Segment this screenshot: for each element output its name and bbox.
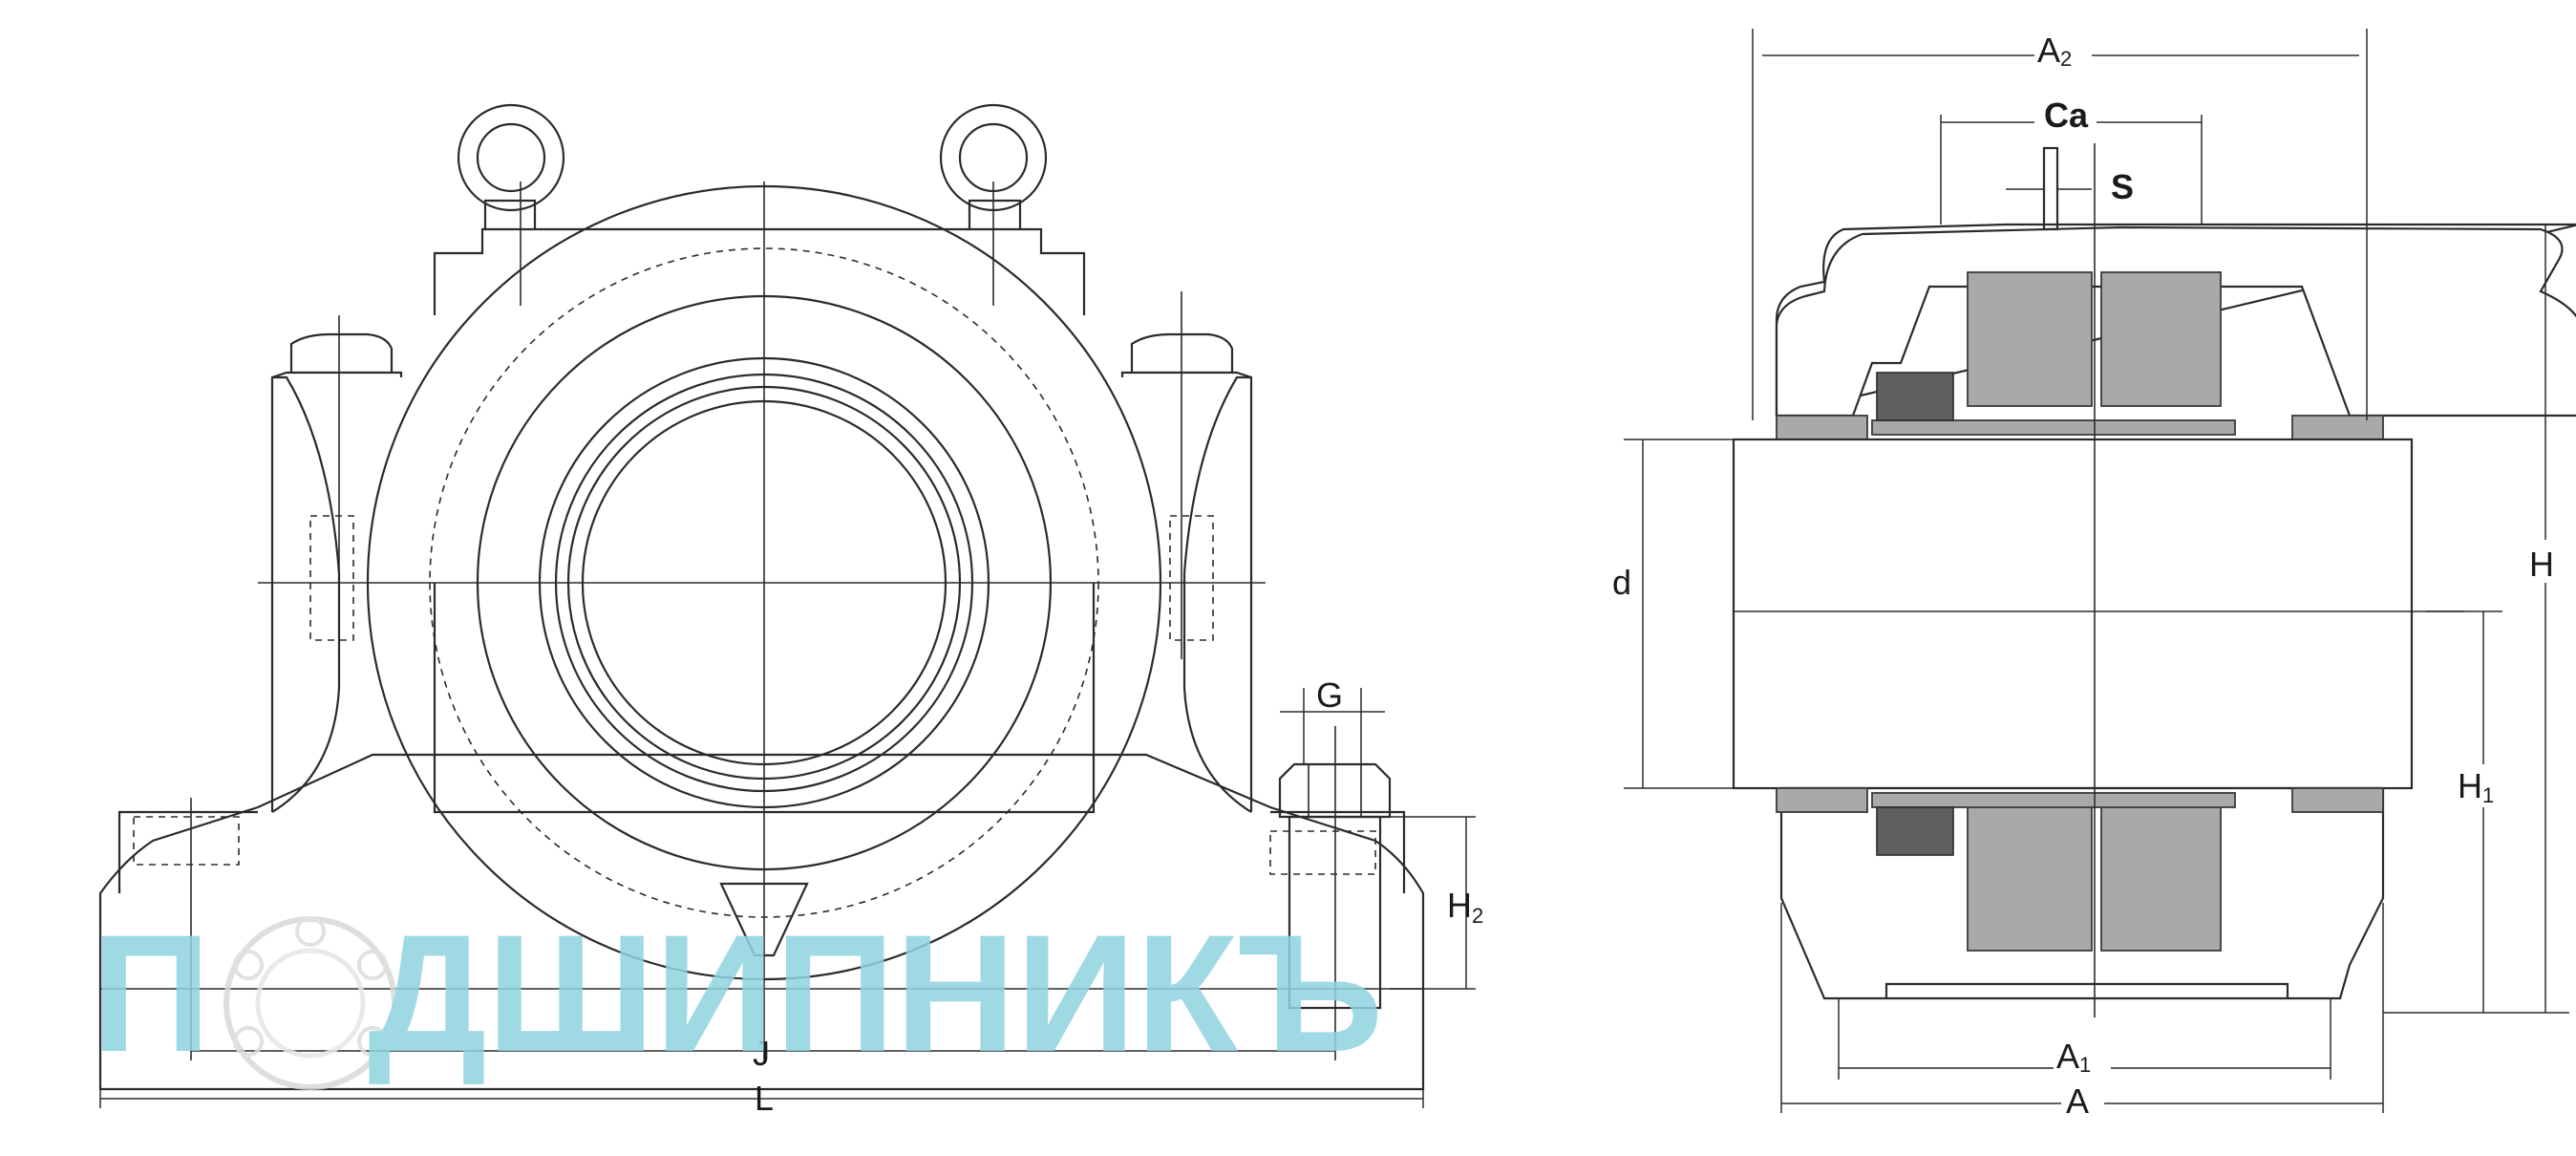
cap-shoulders xyxy=(433,227,1086,315)
lower-seal-right xyxy=(2291,787,2384,813)
grease-pin xyxy=(2042,146,2059,231)
left-eye-bolt xyxy=(483,199,537,229)
right-bolt-hidden xyxy=(1169,515,1214,641)
upper-roller-left xyxy=(1967,271,2093,407)
watermark-bearing-inner xyxy=(255,948,366,1059)
label-h-bg xyxy=(2526,540,2569,583)
label-a1-bg xyxy=(2054,1037,2111,1075)
lower-sleeve xyxy=(1871,792,2236,808)
label-a: A xyxy=(2066,1081,2089,1121)
left-foot-hole-hidden xyxy=(133,816,240,866)
upper-seal-left xyxy=(1776,415,1868,440)
left-side-wall xyxy=(270,375,341,813)
front-view: G H2 J L xyxy=(98,103,1483,1118)
watermark-word: ДШИПНИКЪ xyxy=(368,901,1383,1087)
base-foot-right xyxy=(1270,810,1406,893)
label-h: H xyxy=(2529,545,2554,584)
left-cap-wall xyxy=(271,371,403,379)
label-g: G xyxy=(1316,675,1343,715)
right-side-wall xyxy=(1182,375,1253,813)
watermark-letter-p: П xyxy=(91,901,211,1087)
label-h2: H2 xyxy=(1447,886,1483,928)
watermark-ball-1 xyxy=(295,916,326,947)
drain-spout xyxy=(719,882,809,957)
label-a2-bg xyxy=(2034,29,2092,67)
label-ca-bg xyxy=(2034,96,2097,134)
base-foot-left xyxy=(117,810,258,893)
label-h1-bg xyxy=(2455,764,2512,807)
left-eye-ring-inner xyxy=(476,122,546,193)
lower-roller-left xyxy=(1967,802,2093,952)
lower-locknut xyxy=(1876,806,1954,856)
watermark-ball-5 xyxy=(233,1026,264,1057)
right-cap-nut xyxy=(1130,332,1234,373)
side-view: A2 Ca S d H H1 A1 xyxy=(1612,29,2576,1121)
label-s: S xyxy=(2111,167,2134,206)
left-bolt-hidden xyxy=(309,515,354,641)
left-eye-ring-outer xyxy=(457,103,565,212)
watermark: П ДШИПНИКЪ xyxy=(91,901,1383,1090)
shaft xyxy=(1732,438,2414,790)
label-a-bg xyxy=(2061,1080,2104,1118)
lower-roller-right xyxy=(2100,802,2222,952)
watermark-ball-3 xyxy=(357,1026,388,1057)
watermark-ball-4 xyxy=(233,950,264,980)
label-h1: H1 xyxy=(2458,766,2494,807)
lower-seal-left xyxy=(1776,787,1868,813)
label-a2: A2 xyxy=(2037,31,2072,71)
label-a1: A1 xyxy=(2056,1037,2091,1077)
watermark-ball-2 xyxy=(357,950,388,980)
label-l: L xyxy=(755,1079,774,1118)
right-cap-wall xyxy=(1120,371,1252,379)
lower-base-recess xyxy=(1884,982,2289,998)
right-eye-ring-inner xyxy=(958,122,1029,193)
left-cap-nut xyxy=(289,332,394,373)
label-d: d xyxy=(1612,563,1631,602)
upper-sleeve xyxy=(1871,419,2236,436)
label-ca: Ca xyxy=(2044,96,2089,135)
upper-roller-right xyxy=(2100,271,2222,407)
right-foot-hole-hidden xyxy=(1269,830,1376,875)
label-j: J xyxy=(753,1034,770,1073)
right-eye-bolt xyxy=(968,199,1022,229)
upper-seal-right xyxy=(2291,415,2384,440)
upper-locknut xyxy=(1876,372,1954,421)
